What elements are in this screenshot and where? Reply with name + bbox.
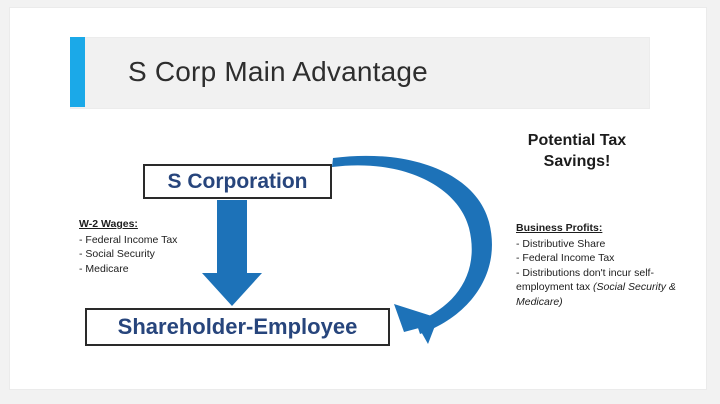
node-shareholder-employee-label: Shareholder-Employee xyxy=(117,314,358,339)
curved-arrow-head-icon xyxy=(394,304,438,344)
slide-canvas: S Corp Main Advantage S Corporation Shar… xyxy=(10,8,706,389)
business-profits-heading: Business Profits: xyxy=(516,222,603,234)
node-s-corporation[interactable]: S Corporation xyxy=(143,164,332,199)
node-s-corporation-label: S Corporation xyxy=(167,169,308,193)
business-profits-note-italic: (Social Security & Medicare) xyxy=(516,281,676,308)
title-band xyxy=(70,37,650,109)
w2-wages-heading: W-2 Wages: xyxy=(79,218,138,230)
page-title: S Corp Main Advantage xyxy=(128,56,428,87)
business-profits-note-plain: - Distributions don't incur self-employm… xyxy=(516,266,654,294)
w2-wages-item: - Federal Income Tax xyxy=(79,233,178,246)
business-profits-item: - Distributive Share xyxy=(516,237,606,250)
node-shareholder-employee[interactable]: Shareholder-Employee xyxy=(85,308,390,346)
w2-wages-block: W-2 Wages: - Federal Income Tax - Social… xyxy=(79,217,239,276)
business-profits-note: - Distributions don't incur self-employm… xyxy=(516,266,686,310)
potential-tax-savings-callout: Potential Tax Savings! xyxy=(497,130,657,172)
business-profits-block: Business Profits: - Distributive Share -… xyxy=(516,221,686,309)
callout-line-1: Potential Tax xyxy=(527,132,627,149)
business-profits-item: - Federal Income Tax xyxy=(516,252,615,264)
w2-wages-item: - Medicare xyxy=(79,262,129,275)
title-accent-bar xyxy=(70,37,85,107)
callout-line-2: Savings! xyxy=(543,153,611,170)
w2-wages-item: - Social Security xyxy=(79,248,155,260)
